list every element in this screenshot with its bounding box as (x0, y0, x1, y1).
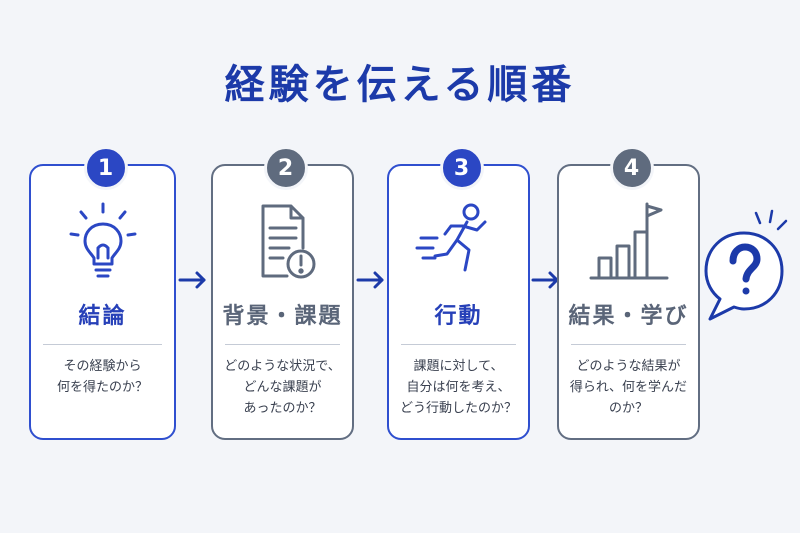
step-title: 背景・課題 (222, 304, 343, 329)
arrow-right-icon (178, 271, 206, 289)
divider (401, 344, 516, 345)
divider (225, 344, 340, 345)
step-card-conclusion: 1 結論 その経験から 何を得たのか？ (29, 146, 176, 440)
question-bubble-icon (704, 209, 788, 321)
step-description: その経験から 何を得たのか？ (56, 359, 148, 395)
diagram-title: 経験を伝える順番 (224, 62, 576, 108)
step-description: どのような状況で、 どんな課題が あったのか？ (224, 359, 341, 416)
divider (571, 344, 686, 345)
document-alert-icon (213, 196, 352, 288)
divider (43, 344, 162, 345)
step-card-result: 4 結果・学び どのような結果が 得られ、何を学んだのか？ (557, 146, 700, 440)
lightbulb-icon (31, 196, 174, 288)
step-number-badge: 1 (83, 146, 128, 190)
step-number-badge: 4 (609, 146, 654, 190)
step-card-action: 3 行動 課題に対して、 自分は何を考え、 どう行動したのか？ (387, 146, 530, 440)
step-description: どのような結果が 得られ、何を学んだのか？ (569, 359, 688, 416)
step-title: 行動 (434, 304, 483, 329)
running-person-icon (389, 196, 528, 288)
step-number-badge: 3 (439, 146, 484, 190)
step-description: 課題に対して、 自分は何を考え、 どう行動したのか？ (399, 359, 517, 416)
step-title: 結論 (78, 304, 127, 329)
step-card-background: 2 背景・課題 どのような状況で、 どんな課題が あったのか？ (211, 146, 354, 440)
step-number-badge: 2 (263, 146, 308, 190)
bar-chart-flag-icon (559, 196, 698, 288)
step-title: 結果・学び (568, 304, 689, 329)
arrow-right-icon (356, 271, 384, 289)
